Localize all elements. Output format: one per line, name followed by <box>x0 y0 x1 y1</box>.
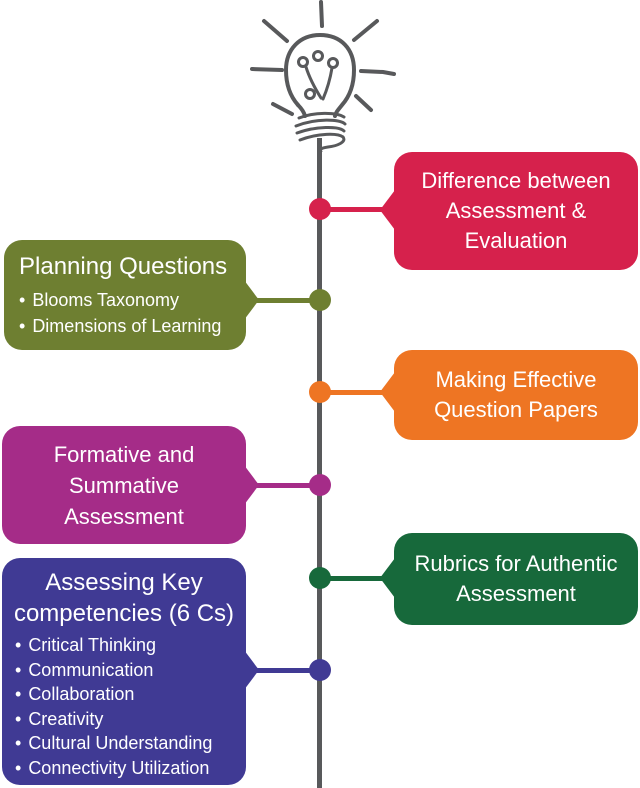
node-connector <box>252 483 320 488</box>
bulb-outline <box>284 33 356 118</box>
bullet-text: Critical Thinking <box>28 635 157 655</box>
node-card-planning-questions: Planning Questions • Blooms Taxonomy • D… <box>4 240 246 350</box>
timeline-dot <box>309 198 331 220</box>
card-pointer <box>244 280 259 320</box>
bullet-glyph: • <box>15 659 22 680</box>
card-line: Rubrics for Authentic <box>414 551 618 576</box>
card-line: Assessment <box>64 503 184 529</box>
bullet-glyph: • <box>19 316 26 336</box>
node-card-rubrics-authentic-assessment: Rubrics for Authentic Assessment <box>394 533 638 625</box>
node-card-difference-assessment-evaluation: Difference between Assessment & Evaluati… <box>394 152 638 270</box>
card-pointer <box>244 650 259 690</box>
bullet-item: • Cultural Understanding <box>15 731 246 756</box>
bullet-item: • Connectivity Utilization <box>15 756 246 781</box>
bullet-glyph: • <box>15 635 22 655</box>
bullet-text: Connectivity Utilization <box>28 757 210 778</box>
coil-line <box>297 111 346 120</box>
ray-top <box>319 0 324 28</box>
bullet-item: • Collaboration <box>15 682 246 707</box>
timeline-dot <box>309 567 331 589</box>
card-line: Question Papers <box>434 397 598 422</box>
card-line: Summative <box>68 472 180 498</box>
bullet-text: Dimensions of Learning <box>32 316 222 336</box>
coil-line <box>298 132 345 142</box>
filament-loop <box>304 88 316 100</box>
card-line: Making Effective <box>435 367 597 392</box>
timeline-dot <box>309 474 331 496</box>
timeline-dot <box>309 289 331 311</box>
timeline-axis <box>317 138 322 788</box>
ray-lower-left <box>271 102 294 116</box>
node-connector <box>320 390 388 395</box>
bullet-text: Communication <box>28 659 154 680</box>
node-connector <box>252 298 320 303</box>
bullet-text: Cultural Understanding <box>28 733 213 754</box>
coil-tail <box>319 135 346 152</box>
bullet-glyph: • <box>15 733 22 754</box>
card-pointer <box>244 465 259 505</box>
filament-loop <box>312 50 324 62</box>
coil-line <box>295 126 346 135</box>
card-line: Difference between <box>421 168 611 193</box>
node-card-assessing-key-competencies: Assessing Key competencies (6 Cs) • Crit… <box>2 558 246 785</box>
card-heading: Assessing Key <box>45 569 203 596</box>
card-line: Assessment <box>456 581 576 606</box>
bullet-text: Blooms Taxonomy <box>32 290 180 310</box>
card-line: Assessment & <box>445 198 587 223</box>
card-line: Formative and <box>53 441 195 467</box>
filament-line <box>304 65 323 100</box>
card-bullet-list: • Blooms Taxonomy • Dimensions of Learni… <box>19 287 246 339</box>
card-heading: Planning Questions <box>19 253 228 280</box>
bullet-glyph: • <box>15 684 22 705</box>
card-line: Evaluation <box>464 228 568 253</box>
ray-upper-right <box>352 19 379 42</box>
bullet-item: • Critical Thinking <box>15 633 246 658</box>
card-heading: competencies (6 Cs) <box>13 600 235 627</box>
bullet-item: • Blooms Taxonomy <box>19 287 246 313</box>
bullet-item: • Communication <box>15 658 246 683</box>
bulb-neck-left <box>296 103 307 118</box>
card-pointer <box>380 372 395 412</box>
ray-left <box>250 67 284 72</box>
bullet-item: • Creativity <box>15 707 246 732</box>
node-connector <box>320 207 388 212</box>
filament-loop <box>297 56 309 68</box>
bullet-glyph: • <box>15 708 22 729</box>
card-bullet-list: • Critical Thinking • Communication • Co… <box>2 633 246 781</box>
node-connector <box>252 668 320 673</box>
bullet-item: • Dimensions of Learning <box>19 313 246 339</box>
timeline-dot <box>309 659 331 681</box>
node-card-making-effective-question-papers: Making Effective Question Papers <box>394 350 638 440</box>
bullet-glyph: • <box>15 757 22 778</box>
coil-line <box>294 118 347 128</box>
ray-lower-right <box>354 94 373 112</box>
bullet-glyph: • <box>19 290 26 310</box>
card-pointer <box>380 558 395 598</box>
ray-upper-left <box>262 19 289 43</box>
bullet-text: Creativity <box>28 708 104 729</box>
card-pointer <box>380 190 395 230</box>
filament-line <box>321 66 334 101</box>
lightbulb-idea-icon <box>250 0 396 152</box>
bullet-text: Collaboration <box>28 684 135 705</box>
ray-right <box>359 69 396 76</box>
filament-loop <box>327 57 339 69</box>
node-connector <box>320 576 388 581</box>
node-card-formative-summative-assessment: Formative and Summative Assessment <box>2 426 246 544</box>
timeline-dot <box>309 381 331 403</box>
